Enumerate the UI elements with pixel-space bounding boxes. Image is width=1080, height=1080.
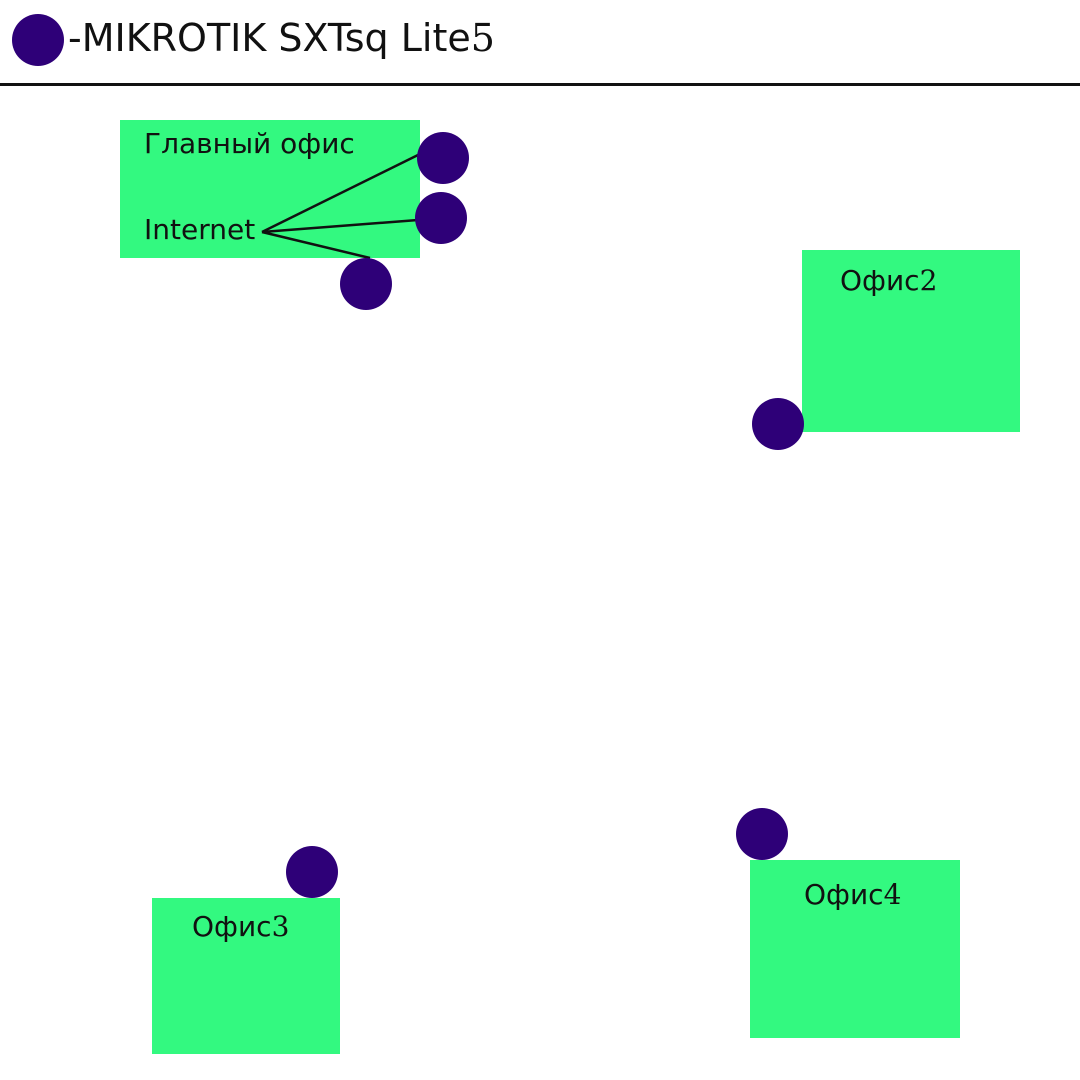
mikrotik-device-office-4[interactable]: [736, 808, 788, 860]
mikrotik-device-office-3[interactable]: [286, 846, 338, 898]
office-2-title: Офис2: [840, 264, 937, 298]
mikrotik-device-main-1[interactable]: [417, 132, 469, 184]
office-3-number: 3: [271, 910, 290, 943]
legend-number: 5: [470, 16, 495, 60]
mikrotik-device-icon: [12, 14, 64, 66]
mikrotik-device-main-2[interactable]: [415, 192, 467, 244]
office-2-area: [802, 250, 1020, 432]
office-3-area: [152, 898, 340, 1054]
legend-prefix: -MIKROTIK SXTsq Lite: [68, 16, 471, 60]
office-4-number: 4: [883, 878, 902, 911]
office-4-title: Офис4: [804, 878, 901, 912]
office-3-name: Офис: [192, 910, 272, 943]
office-4-name: Офис: [804, 878, 884, 911]
legend-label: -MIKROTIK SXTsq Lite5: [68, 14, 495, 62]
main-office-title: Главный офис: [144, 127, 355, 160]
legend: -MIKROTIK SXTsq Lite5: [0, 0, 1080, 86]
office-2-number: 2: [919, 264, 938, 297]
office-3-title: Офис3: [192, 910, 289, 944]
mikrotik-device-office-2[interactable]: [752, 398, 804, 450]
internet-label: Internet: [144, 213, 256, 246]
office-2-name: Офис: [840, 264, 920, 297]
legend-divider: [0, 83, 1080, 86]
office-4-area: [750, 860, 960, 1038]
mikrotik-device-main-3[interactable]: [340, 258, 392, 310]
